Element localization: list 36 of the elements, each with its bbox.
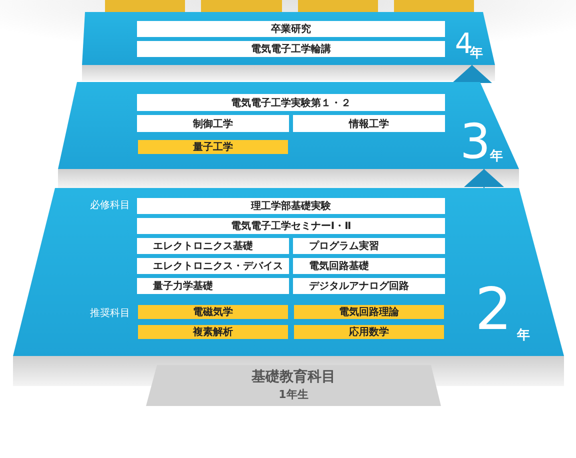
year-number: 2 [475, 280, 512, 338]
course-box: 理工学部基礎実験 [137, 198, 445, 214]
course-box: プログラム実習 [293, 238, 445, 254]
course-box: 電気回路基礎 [293, 258, 445, 274]
base-step [146, 365, 441, 406]
course-box: 卒業研究 [137, 21, 445, 37]
category-label: 推奨科目 [90, 306, 130, 320]
tier-step [82, 12, 495, 65]
tier-step [58, 82, 519, 169]
up-arrow [464, 168, 504, 188]
course-box: 電気電子工学実験第１・２ [137, 94, 445, 111]
course-box: 情報工学 [293, 115, 445, 132]
course-box: 電気電子工学セミナーⅠ・Ⅱ [137, 218, 445, 234]
course-box: 電気回路理論 [294, 305, 444, 319]
course-box: 量子工学 [138, 140, 288, 154]
category-label: 必修科目 [90, 198, 130, 212]
course-box [105, 0, 185, 12]
course-box: 電磁気学 [138, 305, 288, 319]
year-unit: 年 [517, 329, 530, 342]
up-arrow [452, 64, 492, 83]
course-box [394, 0, 474, 12]
course-box: 複素解析 [138, 325, 288, 339]
course-box: 量子力学基礎 [137, 278, 289, 294]
course-box: エレクトロニクス基礎 [137, 238, 289, 254]
year-unit: 年 [490, 150, 503, 163]
course-box [298, 0, 378, 12]
tier-step [13, 188, 564, 356]
course-box: 応用数学 [294, 325, 444, 339]
course-box: デジタルアナログ回路 [293, 278, 445, 294]
base-title: 基礎教育科目 [250, 370, 336, 384]
course-box: 制御工学 [137, 115, 289, 132]
course-box: エレクトロニクス・デバイス [137, 258, 289, 274]
course-box: 電気電子工学輪講 [137, 41, 445, 57]
year-number: 3 [460, 118, 491, 166]
course-box [201, 0, 282, 12]
base-subtitle: 1年生 [278, 389, 310, 400]
